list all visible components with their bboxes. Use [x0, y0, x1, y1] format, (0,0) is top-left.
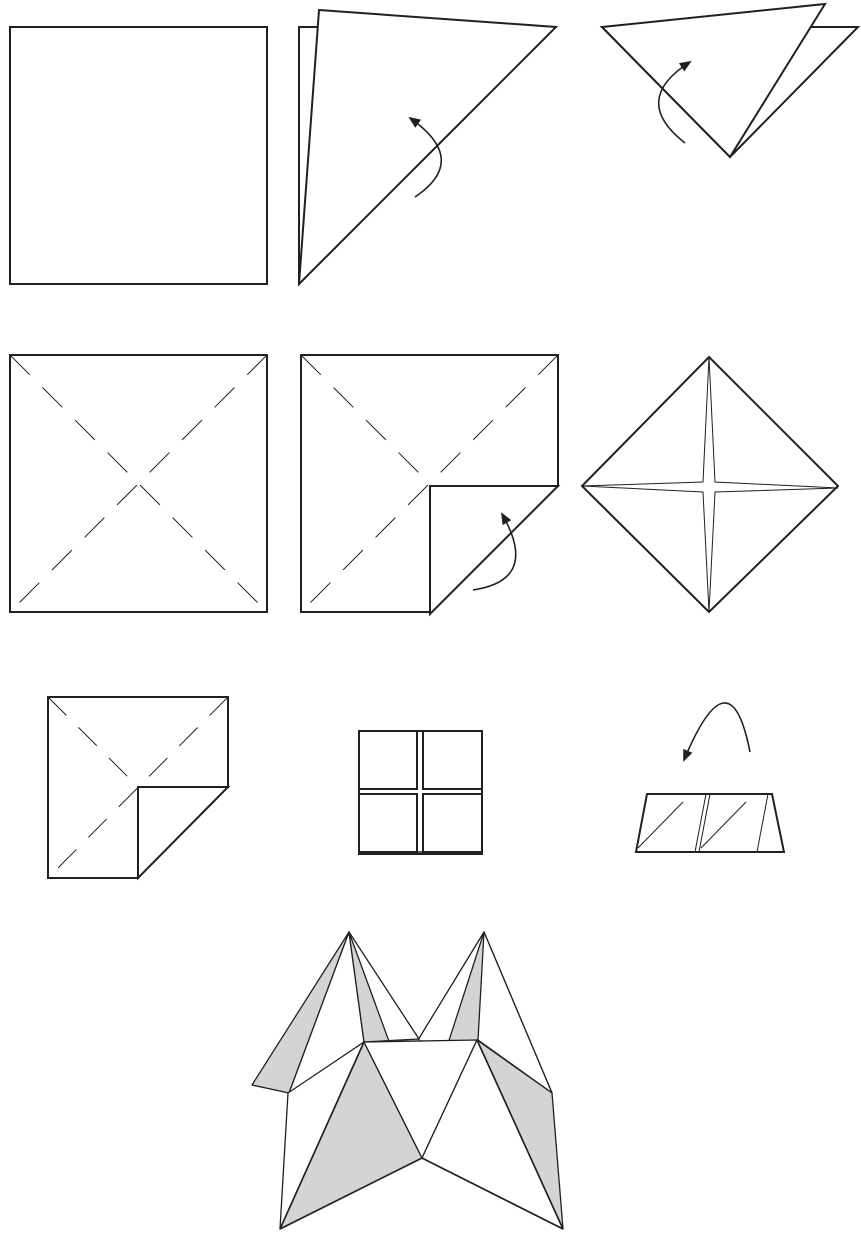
step-1-square-sheet [10, 27, 267, 284]
flap [359, 731, 417, 789]
folded-corner-flap [138, 787, 228, 878]
step-7-square-after-flip-fold-corner [48, 697, 228, 878]
folded-corner-flap [430, 486, 558, 614]
fold-over-arrow-icon [684, 703, 750, 760]
step-6-diamond-all-corners-folded [582, 357, 838, 612]
step-10-finished-fortune-teller [252, 932, 563, 1229]
step-9-fold-in-half-rectangle [636, 703, 784, 852]
step-5-fold-corner-to-center [301, 355, 558, 614]
step-4-unfolded-square-with-creases [10, 355, 267, 612]
folded-triangle [299, 10, 556, 284]
flap [423, 731, 482, 789]
step-2-fold-diagonal-triangle [299, 10, 556, 284]
flap [359, 794, 417, 852]
step-3-fold-triangle-in-half [602, 4, 858, 157]
step-8-small-square-four-flaps [359, 731, 482, 854]
flap [423, 794, 482, 852]
